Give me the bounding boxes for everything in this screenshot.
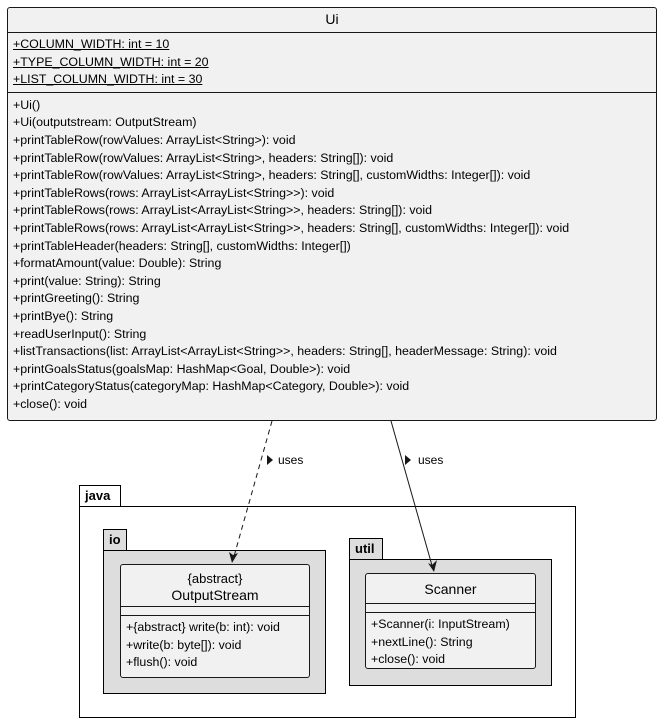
package-io-tab: io [103,529,127,551]
ui-method: +printTableRow(rowValues: ArrayList<Stri… [13,168,531,183]
ui-method: +printTableRows(rows: ArrayList<ArrayLis… [13,203,433,218]
ui-field: +COLUMN_WIDTH: int = 10 [13,36,651,54]
ui-fields: +COLUMN_WIDTH: int = 10 +TYPE_COLUMN_WIDT… [8,33,656,92]
ui-method: +printTableHeader(headers: String[], cus… [13,238,351,253]
ui-method: +printCategoryStatus(categoryMap: HashMa… [13,379,410,394]
uses-outputstream-arrowhead [229,552,238,563]
ui-method: +printBye(): String [13,308,114,323]
package-util-label: util [355,541,375,556]
package-java-tab: java [79,485,121,507]
ui-methods: +Ui() +Ui(outputstream: OutputStream) +pri… [8,93,656,416]
ui-method: +printTableRow(rowValues: ArrayList<Stri… [13,150,394,165]
scanner-method: +nextLine(): String [371,634,473,649]
scanner-method: +Scanner(i: InputStream) [371,617,510,631]
ui-method: +printTableRows(rows: ArrayList<ArrayLis… [13,220,570,235]
ui-field-text: +TYPE_COLUMN_WIDTH: int = 20 [13,54,209,69]
ui-class-name: Ui [325,11,339,27]
ui-method: +printTableRow(rowValues: ArrayList<Stri… [13,132,296,147]
ui-field-text: +COLUMN_WIDTH: int = 10 [13,37,170,51]
package-util-tab: util [349,538,383,560]
ui-method: +listTransactions(list: ArrayList<ArrayL… [13,344,557,359]
ui-method: +print(value: String): String [13,273,161,288]
outputstream-methods: +{abstract} write(b: int): void +write(b:… [121,616,309,674]
ui-method: +printGreeting(): String [13,291,140,306]
uses-scanner-direction-icon [405,455,411,465]
outputstream-class-name: OutputStream [171,587,259,603]
package-java-label: java [85,488,111,503]
uses-outputstream-edge [232,420,273,561]
ui-field: +LIST_COLUMN_WIDTH: int = 30 [13,71,651,89]
ui-class: Ui +COLUMN_WIDTH: int = 10 +TYPE_COLUMN_W… [7,7,657,421]
outputstream-method: +flush(): void [126,655,198,670]
uses-scanner-arrowhead [428,560,437,572]
scanner-method: +close(): void [371,652,446,667]
scanner-methods: +Scanner(i: InputStream) +nextLine(): Str… [366,613,535,671]
package-io-label: io [109,532,121,547]
scanner-class-name: Scanner [424,581,477,597]
ui-method: +printTableRows(rows: ArrayList<ArrayLis… [13,185,335,200]
ui-method: +close(): void [13,396,88,411]
ui-method: +readUserInput(): String [13,326,147,341]
outputstream-class: {abstract} OutputStream +{abstract} writ… [120,564,310,678]
outputstream-method: +write(b: byte[]): void [126,637,242,652]
ui-field: +TYPE_COLUMN_WIDTH: int = 20 [13,54,651,72]
ui-method: +Ui() [13,97,41,112]
uses-outputstream-label: uses [278,453,304,467]
outputstream-method: +{abstract} write(b: int): void [126,620,280,634]
ui-method: +printGoalsStatus(goalsMap: HashMap<Goal… [13,361,351,376]
uses-scanner-label: uses [418,453,444,467]
uses-scanner-edge [390,420,434,570]
outputstream-stereotype: {abstract} [187,571,243,586]
ui-method: +Ui(outputstream: OutputStream) [13,115,197,130]
ui-method: +formatAmount(value: Double): String [13,256,222,271]
uses-outputstream-direction-icon [267,455,273,465]
scanner-class: Scanner +Scanner(i: InputStream) +nextLin… [365,573,536,669]
ui-field-text: +LIST_COLUMN_WIDTH: int = 30 [13,72,203,87]
